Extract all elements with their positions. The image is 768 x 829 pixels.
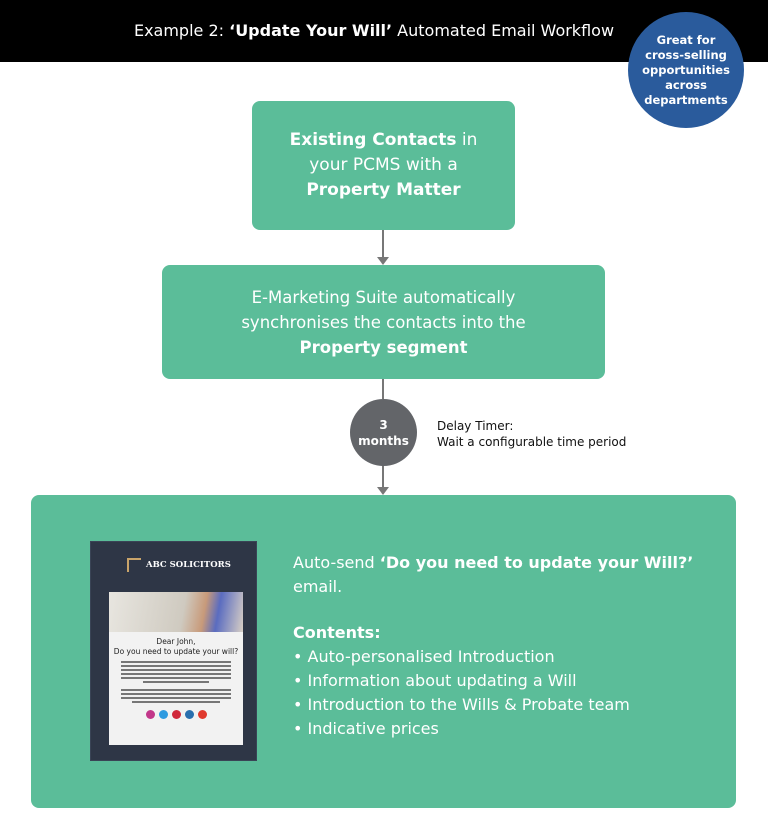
youtube-icon <box>197 710 207 719</box>
step-sync-segment: E-Marketing Suite automatically synchron… <box>162 265 605 379</box>
connector <box>382 230 384 257</box>
cross-selling-badge: Great for cross-selling opportunities ac… <box>628 12 744 128</box>
action-suffix: email. <box>293 577 343 596</box>
step2-text: E-Marketing Suite automatically synchron… <box>241 287 526 332</box>
twitter-icon <box>158 710 168 719</box>
step2-bold: Property segment <box>299 337 468 357</box>
auto-send-email-step: ABC SOLICITORS Dear John,Do you need to … <box>31 495 736 808</box>
pinterest-icon <box>171 710 181 719</box>
connector <box>382 466 384 487</box>
arrow-down-icon <box>377 257 389 265</box>
email-subject: ‘Do you need to update your Will?’ <box>379 553 694 572</box>
greeting: Dear John, <box>156 637 196 646</box>
brand-logo: ABC SOLICITORS <box>127 558 231 572</box>
step1-bold1: Existing Contacts <box>289 130 457 150</box>
brand-name: ABC SOLICITORS <box>146 560 231 570</box>
list-item: • Information about updating a Will <box>293 671 577 690</box>
email-preview: ABC SOLICITORS Dear John,Do you need to … <box>90 541 257 761</box>
logo-mark-icon <box>127 558 141 572</box>
instagram-icon <box>145 710 155 719</box>
social-icons <box>109 710 243 719</box>
list-item: • Indicative prices <box>293 719 439 738</box>
will-document-photo <box>109 592 243 632</box>
list-item: • Introduction to the Wills & Probate te… <box>293 695 630 714</box>
action-prefix: Auto-send <box>293 553 380 572</box>
email-card: Dear John,Do you need to update your wil… <box>109 592 243 745</box>
header-suffix: Automated Email Workflow <box>392 21 615 40</box>
header-title: ‘Update Your Will’ <box>229 21 393 40</box>
linkedin-icon <box>184 710 194 719</box>
header: Example 2: ‘Update Your Will’ Automated … <box>0 0 768 62</box>
delay-desc: Wait a configurable time period <box>437 435 627 449</box>
question: Do you need to update your will? <box>113 647 239 656</box>
delay-title: Delay Timer: <box>437 419 514 433</box>
step1-text: in your PCMS with a <box>309 130 478 175</box>
step-existing-contacts: Existing Contacts in your PCMS with a Pr… <box>252 101 515 230</box>
delay-unit: months <box>358 433 409 448</box>
connector <box>382 379 384 399</box>
header-prefix: Example 2: <box>133 21 230 40</box>
email-greeting: Dear John,Do you need to update your wil… <box>109 637 243 657</box>
delay-description: Delay Timer: Wait a configurable time per… <box>437 418 626 450</box>
badge-text: Great for cross-selling opportunities ac… <box>642 32 730 107</box>
email-body-text <box>121 661 231 703</box>
step1-bold2: Property Matter <box>306 180 461 200</box>
arrow-down-icon <box>377 487 389 495</box>
contents-label: Contents: <box>293 623 381 642</box>
contents-list: • Auto-personalised Introduction • Infor… <box>293 645 703 741</box>
email-details: Auto-send ‘Do you need to update your Wi… <box>293 551 703 741</box>
list-item: • Auto-personalised Introduction <box>293 647 555 666</box>
delay-number: 3 <box>379 417 388 432</box>
